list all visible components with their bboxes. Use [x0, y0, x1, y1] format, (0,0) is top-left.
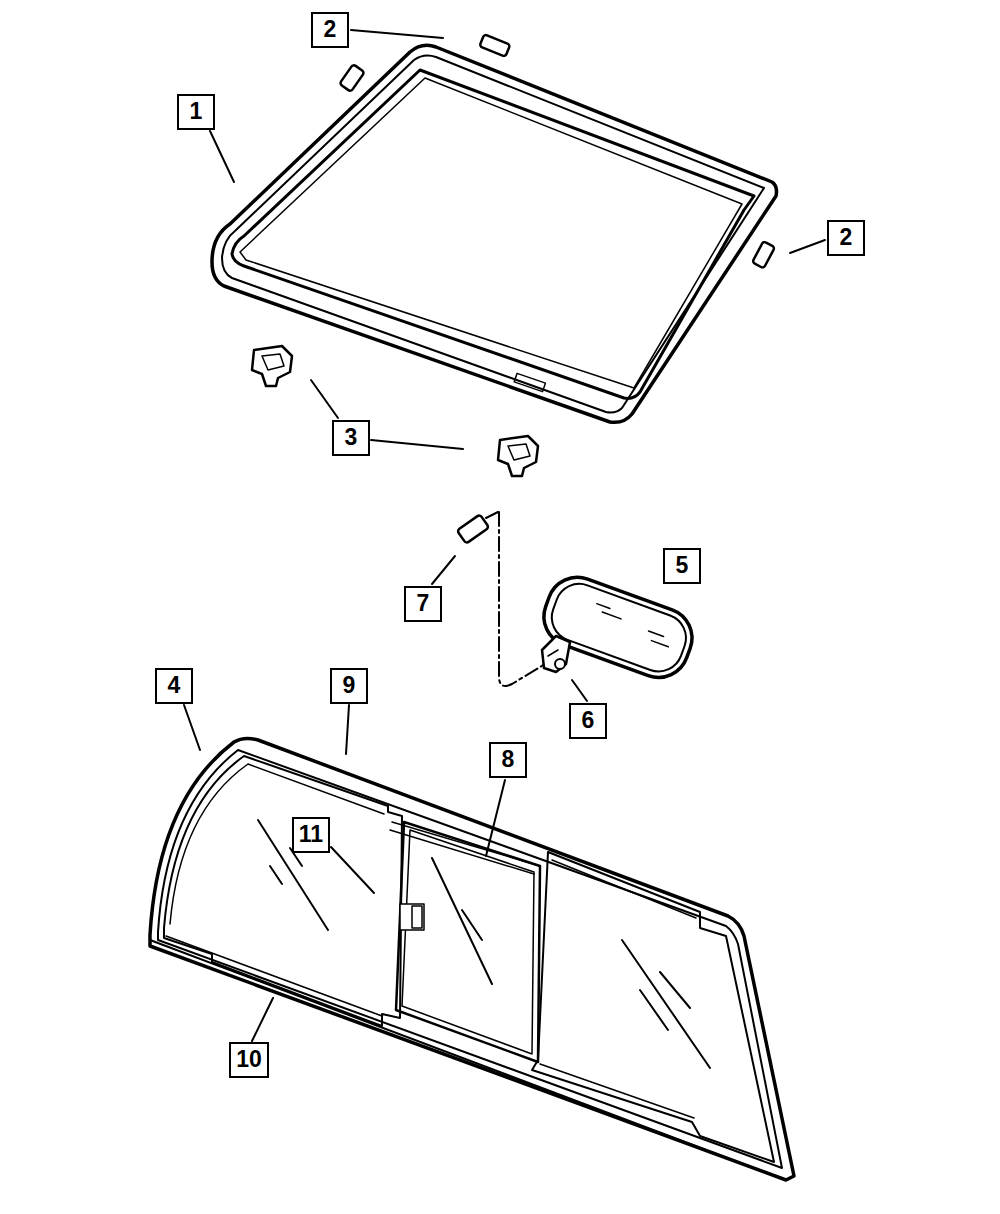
callout-number: 6: [569, 703, 607, 739]
callout-number: 1: [177, 94, 215, 130]
callout-number: 8: [489, 742, 527, 778]
callout-number: 11: [292, 817, 330, 853]
callout-number: 9: [330, 668, 368, 704]
callout-number: 10: [229, 1042, 269, 1078]
callout-number: 2: [827, 220, 865, 256]
callout-number: 7: [404, 586, 442, 622]
callout-number: 2: [311, 12, 349, 48]
callout-number: 4: [155, 668, 193, 704]
callout-number: 5: [663, 548, 701, 584]
callout-number: 3: [332, 420, 370, 456]
